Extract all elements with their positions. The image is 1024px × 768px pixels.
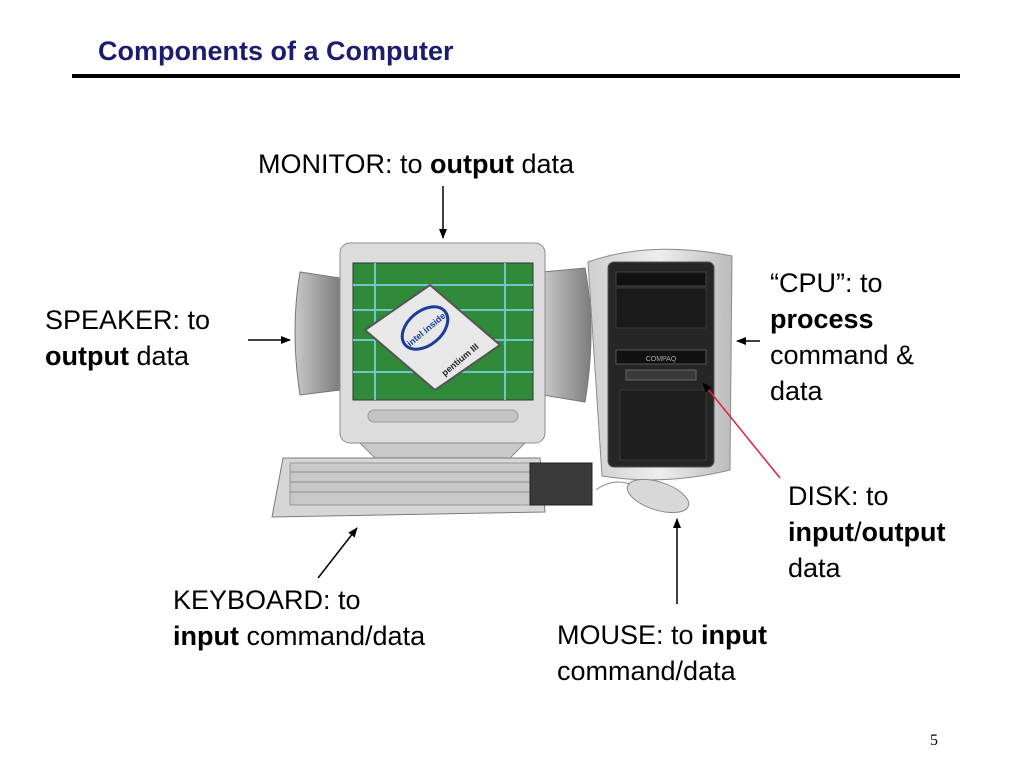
keyboard-label-suffix: command/data [239, 621, 425, 651]
monitor-label-text: MONITOR: to [258, 149, 430, 179]
mouse [596, 473, 693, 519]
disk-label-bold-output: output [862, 517, 946, 547]
keyboard-label-bold: input [173, 621, 239, 651]
cpu-tower: COMPAQ [588, 249, 732, 480]
page-number: 5 [930, 732, 938, 750]
keyboard-label-line1: KEYBOARD: to [173, 582, 425, 618]
disk-label-slash: / [854, 517, 862, 547]
speaker-label-bold: output [45, 341, 129, 371]
cpu-label-line3: command & [770, 337, 914, 373]
mouse-label-bold: input [701, 620, 767, 650]
svg-text:COMPAQ: COMPAQ [646, 356, 677, 363]
monitor-label-suffix: data [514, 149, 574, 179]
monitor: intel inside pentium III [340, 243, 545, 458]
keyboard-pointer [318, 528, 357, 578]
disk-label-line1: DISK: to [788, 478, 945, 514]
cpu-label-bold: process [770, 304, 874, 334]
right-speaker [543, 268, 591, 402]
left-speaker [295, 272, 340, 395]
speaker-label-suffix: data [129, 341, 189, 371]
mouse-label: MOUSE: to input command/data [557, 617, 767, 689]
monitor-label-bold: output [430, 149, 514, 179]
disk-label-bold-input: input [788, 517, 854, 547]
cpu-label-line4: data [770, 373, 914, 409]
speaker-label-line1: SPEAKER: to [45, 302, 210, 338]
cpu-label: “CPU”: to process command & data [770, 265, 914, 409]
monitor-label: MONITOR: to output data [258, 146, 574, 182]
disk-label-line3: data [788, 550, 945, 586]
mouse-label-line2: command/data [557, 653, 767, 689]
mouse-label-text: MOUSE: to [557, 620, 701, 650]
speaker-label: SPEAKER: to output data [45, 302, 210, 374]
cpu-label-line1: “CPU”: to [770, 265, 914, 301]
keyboard [272, 458, 592, 517]
disk-label: DISK: to input/output data [788, 478, 945, 586]
keyboard-label: KEYBOARD: to input command/data [173, 582, 425, 654]
